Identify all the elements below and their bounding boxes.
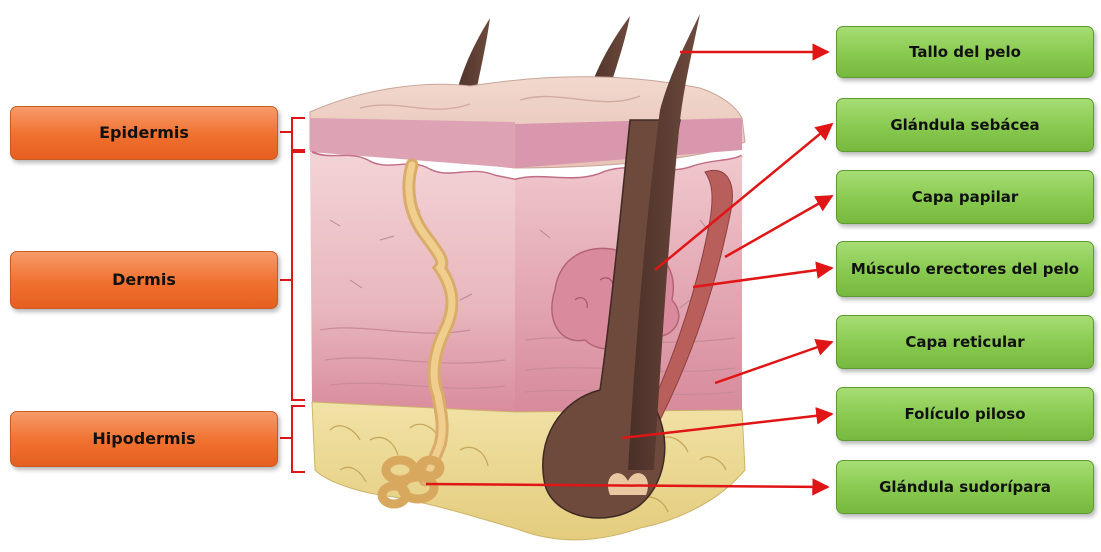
label-dermis: Dermis xyxy=(10,251,278,309)
label-arrector-pili-muscle: Músculo erectores del pelo xyxy=(836,241,1094,297)
label-hipodermis: Hipodermis xyxy=(10,411,278,467)
label-epidermis: Epidermis xyxy=(10,106,278,160)
label-sweat-gland: Glándula sudorípara xyxy=(836,460,1094,514)
hypodermis-layer xyxy=(312,402,745,540)
label-sebaceous-gland: Glándula sebácea xyxy=(836,98,1094,152)
label-hair-follicle: Folículo piloso xyxy=(836,387,1094,441)
label-hair-shaft: Tallo del pelo xyxy=(836,26,1094,78)
layer-brackets xyxy=(280,118,305,472)
label-papillary-layer: Capa papilar xyxy=(836,170,1094,224)
label-reticular-layer: Capa reticular xyxy=(836,315,1094,369)
